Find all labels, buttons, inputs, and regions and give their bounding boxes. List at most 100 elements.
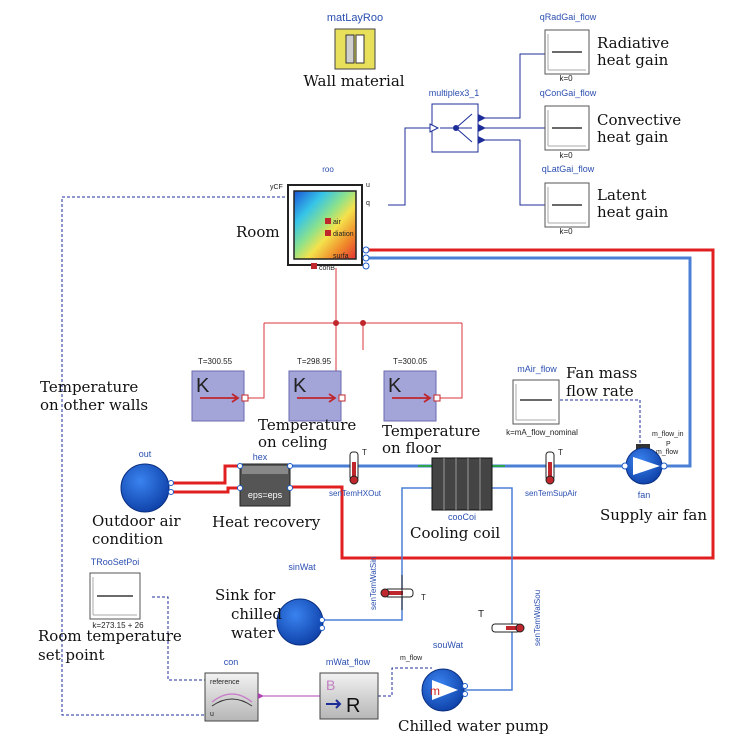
hex-caption: Heat recovery bbox=[212, 513, 321, 531]
qLatGai-param: k=0 bbox=[559, 227, 573, 236]
heat-recovery-block[interactable]: hex eps=eps Heat recovery bbox=[212, 452, 321, 531]
room-port-q: q bbox=[366, 200, 370, 207]
souwat-symbol: m bbox=[430, 684, 440, 698]
room-port-radiation: diation bbox=[333, 231, 354, 238]
mwatflow-r: R bbox=[346, 695, 360, 717]
tcei-param: T=298.95 bbox=[297, 357, 332, 366]
latent-gain-block[interactable]: qLatGai_flow k=0 Latent heat gain bbox=[542, 164, 669, 236]
chilled-water-pump-block[interactable]: souWat m_flow m Chilled water pump bbox=[398, 640, 549, 735]
convective-gain-block[interactable]: qConGai_flow k=0 Convective heat gain bbox=[540, 88, 681, 160]
qLatGai-caption2: heat gain bbox=[597, 203, 669, 221]
multiplex-block[interactable]: multiplex3_1 bbox=[429, 88, 480, 153]
water-source-sensor-name: senTemWatSou bbox=[533, 590, 542, 646]
chilled-water-lines bbox=[322, 487, 513, 691]
mairflow-name: mAir_flow bbox=[517, 364, 557, 374]
souwat-caption: Chilled water pump bbox=[398, 717, 549, 735]
hex-name: hex bbox=[253, 452, 268, 462]
qRadGai-caption1: Radiative bbox=[597, 34, 669, 52]
water-sink-sensor-name: senTemWatSin bbox=[369, 557, 378, 611]
fan-signal bbox=[545, 399, 641, 445]
room-port-conb: conB bbox=[319, 265, 335, 272]
water-source-temp-sensor[interactable]: T senTemWatSou bbox=[478, 590, 542, 646]
qConGai-caption1: Convective bbox=[597, 111, 681, 129]
con-name: con bbox=[224, 657, 239, 667]
troosetpoi-caption1: Room temperature bbox=[38, 627, 182, 645]
sinwat-caption2: chilled bbox=[231, 605, 282, 623]
temp-ceiling-block[interactable]: T=298.95 K Temperature on celing bbox=[258, 357, 356, 451]
tothwal-param: T=300.55 bbox=[198, 357, 233, 366]
sinwat-caption1: Sink for bbox=[215, 586, 276, 604]
chilled-water-sink-block[interactable]: sinWat Sink for chilled water bbox=[215, 562, 325, 646]
fan-port-flow: m_flow_in bbox=[652, 431, 684, 438]
room-port-u: u bbox=[366, 182, 370, 189]
supply-air-to-room bbox=[365, 256, 692, 468]
fan-caption: Supply air fan bbox=[600, 506, 707, 524]
tothwal-caption1: Temperature bbox=[40, 378, 138, 396]
hx-out-sensor-name: senTemHXOut bbox=[329, 489, 382, 498]
room-caption: Room bbox=[236, 223, 280, 241]
hx-out-sensor[interactable]: T senTemHXOut bbox=[329, 448, 382, 498]
qConGai-caption2: heat gain bbox=[597, 128, 669, 146]
room-port-ycf: yCF bbox=[270, 184, 283, 191]
room-port-air: air bbox=[333, 219, 341, 226]
con-u: u bbox=[210, 711, 214, 718]
supply-air-sensor-label: T bbox=[558, 448, 563, 457]
room-block[interactable]: roo air diation surfa conB yCF u q Room bbox=[236, 165, 370, 272]
pump-signal bbox=[378, 667, 432, 697]
cooling-coil-block[interactable]: cooCoi Cooling coil bbox=[410, 457, 500, 542]
mairflow-caption2: flow rate bbox=[566, 382, 634, 400]
out-caption2: condition bbox=[92, 530, 163, 548]
con-ref: reference bbox=[210, 679, 240, 686]
fan-mass-flow-block[interactable]: mAir_flow k=mA_flow_nominal Fan mass flo… bbox=[506, 364, 637, 437]
radiative-gain-block[interactable]: qRadGai_flow k=0 Radiative heat gain bbox=[540, 12, 669, 83]
supply-fan-block[interactable]: m m_flow_in P m_flow fan Supply air fan bbox=[600, 431, 707, 524]
tflo-caption1: Temperature bbox=[382, 422, 480, 440]
souwat-name: souWat bbox=[433, 640, 464, 650]
mairflow-param: k=mA_flow_nominal bbox=[506, 428, 578, 437]
setpoint-signal bbox=[152, 596, 205, 681]
temp-floor-block[interactable]: T=300.05 K Temperature on floor bbox=[382, 357, 480, 457]
tcei-caption2: on celing bbox=[258, 433, 328, 451]
wall-material-block[interactable]: matLayRoo Wall material bbox=[303, 12, 404, 90]
tothwal-symbol: K bbox=[196, 375, 210, 397]
troosetpoi-caption2: set point bbox=[38, 646, 105, 664]
water-source-sensor-label: T bbox=[478, 609, 484, 620]
troosetpoi-name: TRooSetPoi bbox=[91, 557, 140, 567]
qRadGai-caption2: heat gain bbox=[597, 51, 669, 69]
multiplex-name: multiplex3_1 bbox=[429, 88, 480, 98]
multiplex-input-arrows bbox=[478, 114, 486, 144]
matLayRoo-caption: Wall material bbox=[303, 72, 404, 90]
supply-air-sensor-name: senTemSupAir bbox=[525, 489, 577, 498]
outdoor-air-block[interactable]: out Outdoor air condition bbox=[92, 449, 181, 548]
out-name: out bbox=[139, 449, 152, 459]
room-port-surf: surfa bbox=[333, 253, 349, 260]
water-sink-temp-sensor[interactable]: T senTemWatSin bbox=[369, 557, 426, 611]
tothwal-caption2: on other walls bbox=[40, 396, 148, 414]
out-caption1: Outdoor air bbox=[92, 512, 181, 530]
sinwat-name: sinWat bbox=[288, 562, 316, 572]
room-setpoint-block[interactable]: TRooSetPoi k=273.15 + 26 Room temperatur… bbox=[38, 557, 182, 664]
fan-port-p: P bbox=[666, 441, 671, 448]
gain-signals bbox=[388, 53, 545, 206]
supply-air-sensor[interactable]: T senTemSupAir bbox=[525, 448, 577, 498]
coocoi-caption: Cooling coil bbox=[410, 524, 500, 542]
temp-other-walls-block[interactable]: T=300.55 K Temperature on other walls bbox=[40, 357, 249, 422]
tflo-caption2: on floor bbox=[382, 439, 442, 457]
fan-port-mflow: m_flow bbox=[656, 449, 679, 456]
tcei-caption1: Temperature bbox=[258, 416, 356, 434]
sinwat-caption3: water bbox=[231, 624, 276, 642]
outdoor-air-out bbox=[172, 486, 240, 494]
water-sink-sensor-label: T bbox=[421, 593, 426, 602]
fan-name: fan bbox=[638, 490, 651, 500]
room-name: roo bbox=[322, 165, 334, 174]
mwatflow-name: mWat_flow bbox=[326, 657, 371, 667]
tflo-param: T=300.05 bbox=[393, 357, 428, 366]
water-flow-gain-block[interactable]: mWat_flow B R bbox=[319, 657, 379, 720]
controller-block[interactable]: con reference u bbox=[204, 657, 264, 722]
return-air-loop bbox=[289, 248, 715, 560]
qLatGai-caption1: Latent bbox=[597, 186, 647, 204]
qConGai-name: qConGai_flow bbox=[540, 88, 597, 98]
tflo-symbol: K bbox=[388, 375, 402, 397]
hex-label: eps=eps bbox=[248, 490, 283, 500]
